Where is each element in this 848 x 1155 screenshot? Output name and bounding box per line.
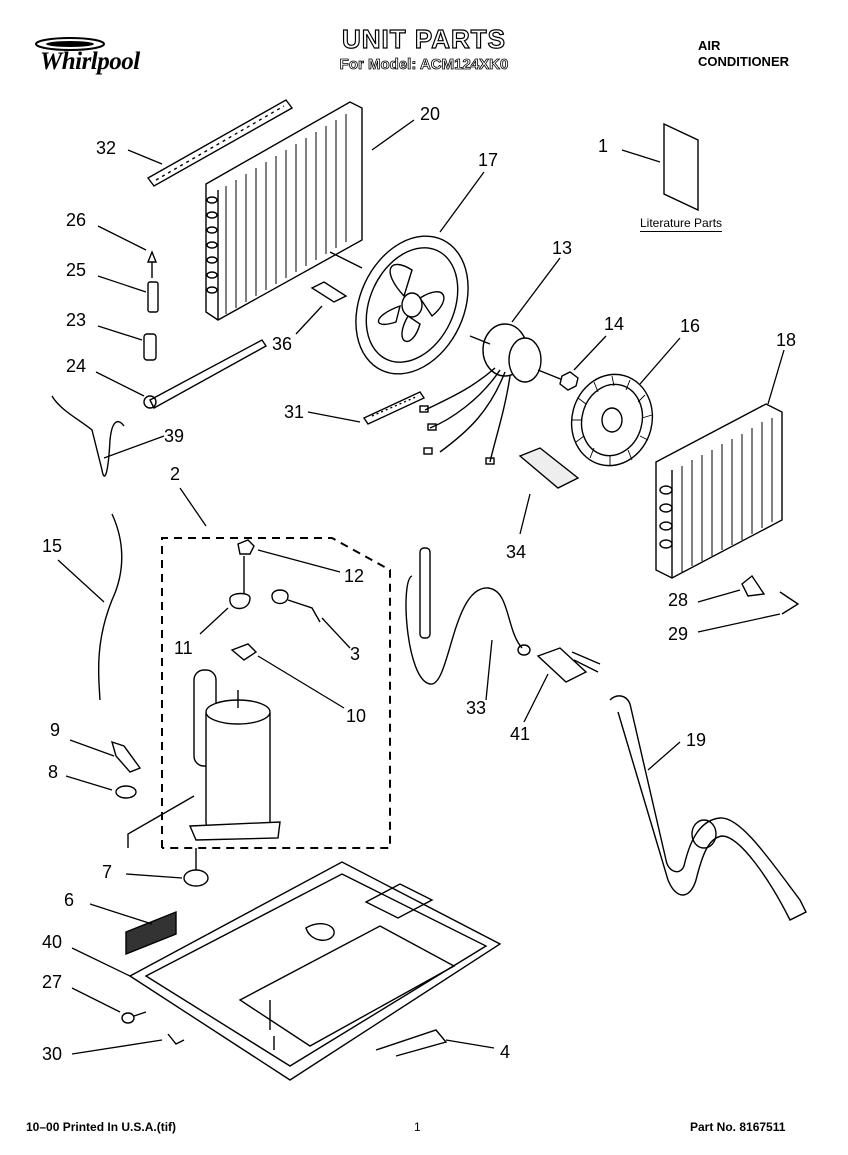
appliance-type: AIR CONDITIONER [698,38,789,70]
callout-1: 1 [598,136,609,156]
model-subtitle: For Model: ACM124XK0 [339,56,509,74]
footer-part-number: Part No. 8167511 [690,1120,786,1134]
callout-3: 3 [350,644,361,664]
clip-30 [167,1033,185,1045]
pad-34 [518,447,580,489]
condenser-coil-20 [205,101,363,321]
part-36 [310,281,348,303]
logo-swoosh [35,37,105,51]
callout-32: 32 [96,138,117,158]
appliance-line-1: AIR [698,38,721,53]
footer-page-number: 1 [414,1120,421,1134]
callout-20: 20 [420,104,441,124]
callout-28: 28 [668,590,689,610]
callout-2: 2 [170,464,181,484]
seal-strip-loop [691,819,717,849]
tube-39 [51,395,125,477]
callout-16: 16 [680,316,701,336]
callout-36: 36 [272,334,293,354]
evaporator-coil-18 [655,403,783,579]
callout-17: 17 [478,150,499,170]
base-pan-40 [128,861,502,1081]
mount-7 [183,848,209,887]
drain-tube-33 [405,547,531,685]
part-6 [125,910,177,956]
callout-9: 9 [50,720,61,740]
callout-7: 7 [102,862,113,882]
wire-harness-15 [97,513,123,701]
callout-27: 27 [42,972,63,992]
seal-strip-19 [609,695,807,921]
callout-13: 13 [552,238,573,258]
fittings-26-25-23 [143,250,159,361]
callout-10: 10 [346,706,367,726]
callout-26: 26 [66,210,87,230]
callout-18: 18 [776,330,797,350]
callout-6: 6 [64,890,75,910]
callout-15: 15 [42,536,63,556]
callout-8: 8 [48,762,59,782]
bracket-32 [146,99,294,187]
part-28 [741,574,766,597]
tube-24 [143,339,268,409]
callout-40: 40 [42,932,63,952]
page-title: UNIT PARTS [341,23,507,54]
fan-shroud-17 [329,235,469,375]
literature-booklet-1 [663,122,699,212]
callout-19: 19 [686,730,707,750]
brand-logo: Whirlpool [28,30,178,85]
fitting-41 [536,647,601,683]
part-29 [779,591,800,615]
callout-41: 41 [510,724,531,744]
callout-4: 4 [500,1042,511,1062]
callout-31: 31 [284,402,305,422]
part-4 [375,1029,448,1057]
callout-25: 25 [66,260,87,280]
clip-9 [110,740,142,773]
part-31 [362,391,426,425]
fan-motor-13 [419,323,569,465]
callout-24: 24 [66,356,87,376]
compressor-assembly-2 [127,537,391,849]
blower-wheel-16 [570,373,654,467]
nut-14 [559,371,579,391]
brand-name: Whirlpool [40,48,140,75]
screw-27 [121,1011,147,1024]
footer-print-info: 10–00 Printed In U.S.A.(tif) [26,1120,177,1134]
callout-30: 30 [42,1044,63,1064]
callout-12: 12 [344,566,365,586]
callout-34: 34 [506,542,527,562]
callout-14: 14 [604,314,625,334]
leader-lines [57,119,785,1055]
literature-parts-label: Literature Parts [640,216,723,232]
callout-23: 23 [66,310,87,330]
grommet-8 [115,785,137,799]
callout-39: 39 [164,426,185,446]
callout-29: 29 [668,624,689,644]
callout-33: 33 [466,698,487,718]
appliance-line-2: CONDITIONER [698,54,789,69]
callout-11: 11 [174,638,193,658]
